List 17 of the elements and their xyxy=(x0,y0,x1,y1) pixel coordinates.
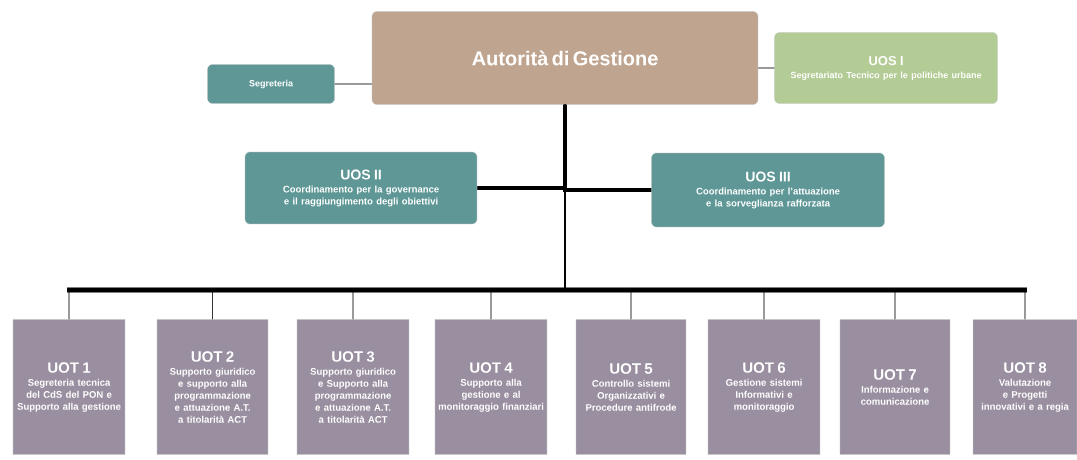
unit-box: UOT 4 Supporto alla gestione e al monitoraggio finanziari xyxy=(434,319,548,455)
connector-line xyxy=(757,67,775,69)
unit-box: UOT 3 Supporto giuridico e Supporto alla programmazione e attuazione A.T. a titolarità ACT xyxy=(296,319,410,455)
unit-box: UOT 7 Informazione e comunicazione xyxy=(839,319,951,455)
authority-box: Autorità di Gestione xyxy=(371,11,759,105)
unit-box: UOS III Coordinamento per l’attuazione e la sorveglianza rafforzata xyxy=(651,152,885,228)
connector-line xyxy=(334,83,373,85)
unit-box: UOT 2 Supporto giuridico e supporto alla programmazione e attuazione A.T. a titolarità ACT xyxy=(156,319,269,455)
unit-box: UOT 1 Segreteria tecnica del CdS del PON e Supporto alla gestione xyxy=(12,319,126,455)
unit-box: UOT 5 Controllo sistemi Organizzativi e Procedure antifrode xyxy=(575,319,687,455)
office-box: Segreteria xyxy=(207,64,335,104)
unit-box: UOS I Segretariato Tecnico per le politiche urbane xyxy=(774,32,998,104)
unit-box: UOS II Coordinamento per la governance e il raggiungimento degli obiettivi xyxy=(244,151,478,225)
unit-box: UOT 6 Gestione sistemi Informativi e monitoraggio xyxy=(707,319,821,455)
connector-line xyxy=(564,104,1026,320)
connector-line xyxy=(563,104,652,192)
unit-box: UOT 8 Valutazione e Progetti innovativi e a regia xyxy=(972,319,1077,455)
